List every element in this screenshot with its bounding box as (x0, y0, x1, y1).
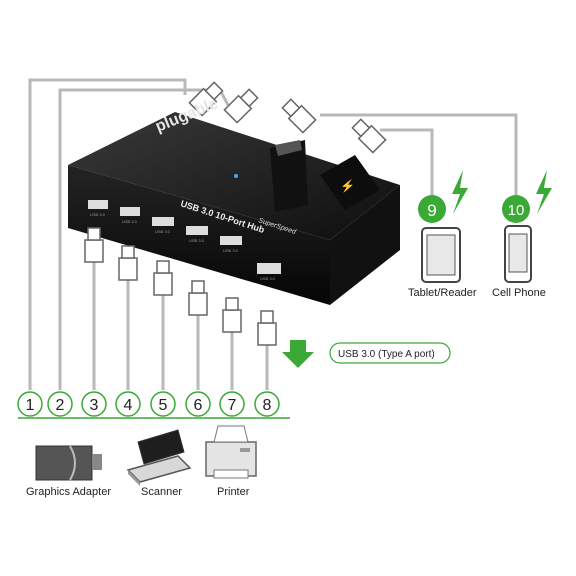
port-number-circles: 1 2 3 4 5 6 7 8 (17, 391, 280, 417)
svg-text:6: 6 (194, 397, 203, 414)
svg-text:USB 3.0: USB 3.0 (189, 238, 205, 243)
usb-plugs-bottom (84, 227, 277, 346)
svg-text:USB 3.0: USB 3.0 (90, 212, 106, 217)
callout-box: USB 3.0 (Type A port) (329, 342, 451, 364)
graphics-adapter-icon (35, 445, 102, 481)
cable-port-9 (380, 128, 434, 195)
port-number-4: 4 (115, 391, 141, 417)
port-number-2: 2 (47, 391, 73, 417)
power-led (234, 174, 238, 178)
usb-plug-top-1 (188, 81, 224, 117)
label-tablet: Tablet/Reader (408, 287, 477, 299)
label-printer: Printer (217, 486, 250, 498)
port-number-5: 5 (150, 391, 176, 417)
svg-text:7: 7 (228, 397, 237, 414)
port-number-6: 6 (185, 391, 211, 417)
port-number-3: 3 (81, 391, 107, 417)
hub-port-labels: USB 3.0 USB 3.0 USB 3.0 USB 3.0 USB 3.0 … (90, 212, 276, 281)
svg-text:USB 3.0: USB 3.0 (260, 276, 276, 281)
svg-text:8: 8 (263, 397, 272, 414)
port-number-10: 10 (502, 195, 530, 223)
svg-text:4: 4 (124, 397, 133, 414)
usb-hub: ⚡ USB 3.0 USB 3.0 USB 3.0 USB 3.0 USB 3.… (68, 95, 400, 305)
printer-icon (205, 425, 257, 479)
usb-plug-top-4 (351, 118, 387, 154)
port-number-7: 7 (219, 391, 245, 417)
port-number-1: 1 (17, 391, 43, 417)
cables-ports-3-8 (92, 262, 269, 390)
label-scanner: Scanner (141, 486, 182, 498)
svg-text:USB 3.0 (Type A port): USB 3.0 (Type A port) (338, 349, 435, 360)
label-graphics-adapter: Graphics Adapter (26, 486, 111, 498)
phone-icon (504, 225, 532, 283)
svg-text:USB 3.0: USB 3.0 (223, 248, 239, 253)
down-arrow-icon (282, 340, 314, 368)
port-number-8: 8 (254, 391, 280, 417)
scanner-icon (126, 429, 192, 486)
svg-text:USB 3.0: USB 3.0 (122, 219, 138, 224)
charging-bolt-icon-10 (536, 170, 552, 214)
charging-bolt-icon-9 (452, 170, 468, 214)
svg-text:USB 3.0: USB 3.0 (155, 229, 171, 234)
svg-text:2: 2 (56, 397, 65, 414)
svg-text:1: 1 (26, 397, 35, 414)
tablet-icon (421, 227, 461, 283)
charge-icon-left: ⚡ (340, 179, 355, 193)
usb-plug-top-2 (223, 88, 259, 124)
svg-text:10: 10 (508, 202, 525, 219)
svg-text:9: 9 (427, 201, 436, 220)
label-phone: Cell Phone (492, 287, 546, 299)
cable-port-1 (28, 78, 187, 390)
port-number-9: 9 (418, 195, 446, 223)
cable-port-2 (58, 88, 230, 390)
hub-ports (88, 200, 281, 274)
cable-port-10 (320, 113, 518, 195)
svg-text:3: 3 (90, 397, 99, 414)
usb-plug-top-3 (281, 98, 317, 134)
svg-text:5: 5 (159, 397, 168, 414)
